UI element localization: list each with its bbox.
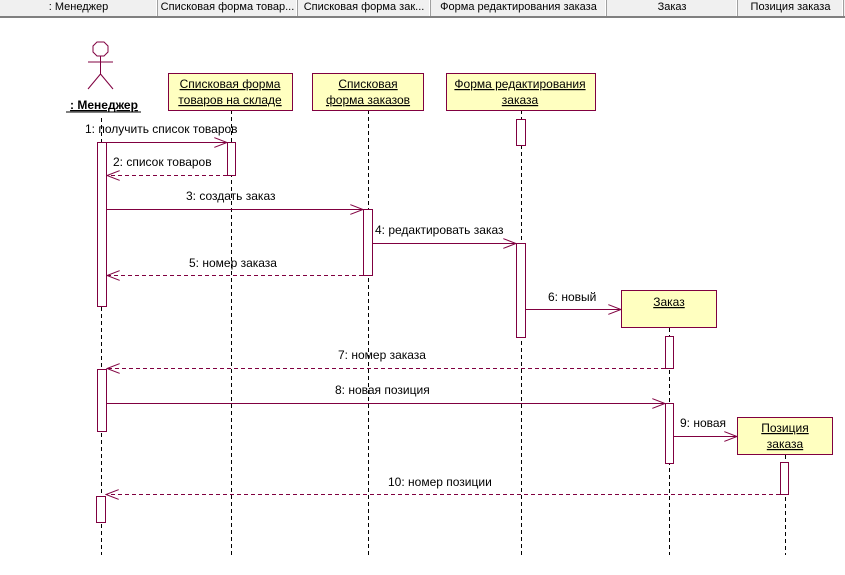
actor-manager[interactable] <box>87 41 114 90</box>
object-orders-list[interactable]: Списковая форма заказов <box>312 73 424 111</box>
object-order-line1: Заказ <box>653 295 685 309</box>
message-label-3: 3: создать заказ <box>186 189 276 203</box>
object-goods-list[interactable]: Списковая форма товаров на складе <box>168 73 293 111</box>
object-order-item-line1: Позиция <box>761 421 808 435</box>
message-label-1: 1: получить список товаров <box>85 122 238 136</box>
header-column-manager[interactable]: : Менеджер <box>0 0 158 16</box>
object-order-item[interactable]: Позиция заказа <box>737 417 833 455</box>
message-label-2: 2: список товаров <box>113 155 212 169</box>
activation-manager-2[interactable] <box>97 369 107 432</box>
activation-order-2[interactable] <box>665 403 674 464</box>
header-column-goods-list-form[interactable]: Списковая форма товар... <box>158 0 298 16</box>
header-column-order-item[interactable]: Позиция заказа <box>738 0 844 16</box>
message-label-7: 7: номер заказа <box>338 348 426 362</box>
activation-order-1[interactable] <box>665 336 674 369</box>
message-label-5: 5: номер заказа <box>189 256 277 270</box>
object-order-item-line2: заказа <box>767 437 804 451</box>
activation-order-item-1[interactable] <box>780 462 789 495</box>
object-orders-list-line1: Списковая <box>338 77 397 91</box>
header-column-orders-list-form[interactable]: Списковая форма зак... <box>298 0 431 16</box>
object-goods-list-line1: Списковая форма <box>180 77 281 91</box>
activation-goods-list-1[interactable] <box>227 142 236 176</box>
object-order-edit-line2: заказа <box>502 93 539 107</box>
lifeline-header-bar: : Менеджер Списковая форма товар... Спис… <box>0 0 845 18</box>
header-column-order[interactable]: Заказ <box>607 0 738 16</box>
activation-orders-list-1[interactable] <box>363 209 373 276</box>
message-label-10: 10: номер позиции <box>388 475 492 489</box>
activation-manager-1[interactable] <box>97 142 107 307</box>
message-label-4: 4: редактировать заказ <box>375 223 504 237</box>
object-order-edit[interactable]: Форма редактирования заказа <box>446 73 596 111</box>
object-order[interactable]: Заказ <box>621 290 717 328</box>
message-label-6: 6: новый <box>548 290 596 304</box>
activation-order-edit-1[interactable] <box>516 243 526 338</box>
object-orders-list-line2: форма заказов <box>326 93 410 107</box>
activation-manager-3[interactable] <box>96 496 106 523</box>
actor-label: : Менеджер <box>70 98 138 112</box>
actor-head-icon <box>92 41 109 57</box>
activation-order-edit-0[interactable] <box>516 119 526 146</box>
object-goods-list-line2: товаров на складе <box>178 93 282 107</box>
message-label-9: 9: новая <box>680 416 726 430</box>
message-label-8: 8: новая позиция <box>335 383 430 397</box>
header-column-order-edit-form[interactable]: Форма редактирования заказа <box>431 0 607 16</box>
object-order-edit-line1: Форма редактирования <box>454 77 585 91</box>
